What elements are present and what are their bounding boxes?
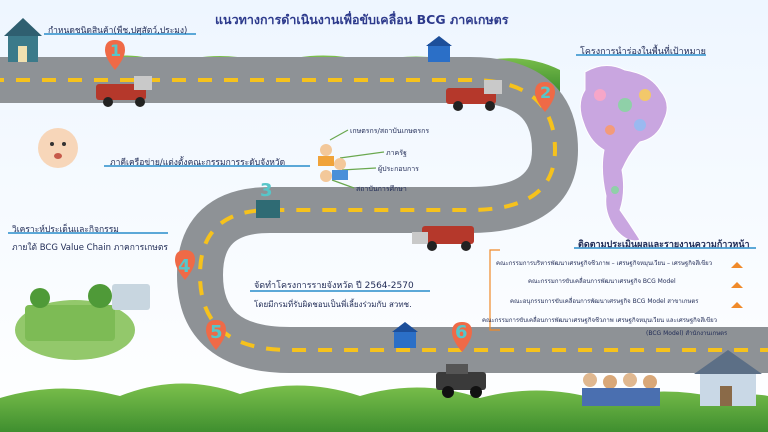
baby-illustration	[38, 128, 78, 168]
step-5-label: จัดทำโครงการรายจังหวัด ปี 2564-2570	[254, 281, 414, 291]
truck-icon-2	[446, 80, 502, 111]
committee-1: คณะกรรมการบริหารพัฒนาเศรษฐกิจชีวภาพ – เศ…	[496, 260, 713, 267]
step-3-number: 3	[260, 180, 273, 201]
committee-3: คณะอนุกรรมการขับเคลื่อนการพัฒนาเศรษฐกิจ …	[510, 298, 699, 305]
step-4-number: 4	[178, 256, 191, 277]
bottom-hills	[0, 383, 768, 432]
partners-people-icon	[318, 144, 348, 182]
page-title: แนวทางการดำเนินงานเพื่อขับเคลื่อน BCG ภา…	[215, 12, 509, 27]
step-6-label: ติดตามประเมินผลและรายงานความก้าวหน้า	[578, 240, 750, 250]
step-1-label: กำหนดชนิดสินค้า(พืช,ปศุสัตว์,ประมง)	[48, 26, 188, 36]
farm-house-icon	[4, 18, 42, 62]
step-6-number: 6	[455, 322, 468, 343]
building-icon-1	[426, 36, 452, 62]
village-house-icon	[694, 350, 762, 406]
partner-education: สถาบันการศึกษา	[356, 185, 407, 193]
truck-icon-1	[96, 76, 152, 107]
partner-business: ผู้ประกอบการ	[378, 165, 419, 173]
committee-bracket	[489, 249, 500, 331]
farm-illustration	[15, 284, 150, 360]
partner-government: ภาครัฐ	[386, 149, 407, 157]
truck-icon-3	[412, 226, 474, 251]
building-icon-2	[392, 322, 418, 348]
step-5-sublabel: โดยมีกรมที่รับผิดชอบเป็นพี่เลี้ยงร่วมกับ…	[254, 300, 412, 309]
jeep-icon	[436, 364, 486, 398]
step-5-number: 5	[210, 322, 223, 343]
committee-arrows	[731, 262, 743, 308]
step-2-number: 2	[540, 83, 551, 102]
step-2-marker: 2	[535, 82, 555, 112]
partner-connectors	[329, 129, 385, 189]
step-3-label: ภาคีเครือข่าย/แต่งตั้งคณะกรรมการระดับจัง…	[110, 158, 286, 168]
step-4-sublabel: ภายใต้ BCG Value Chain ภาคการเกษตร	[12, 243, 168, 253]
people-crowd	[582, 373, 660, 406]
step-4-label: วิเคราะห์ประเด็นและกิจกรรม	[12, 225, 119, 235]
committee-4: คณะกรรมการขับเคลื่อนการพัฒนาเศรษฐกิจชีวภ…	[482, 317, 718, 324]
step-1-marker: 1	[105, 40, 125, 70]
step-4-marker: 4	[175, 250, 195, 280]
step-2-label: โครงการนำร่องในพื้นที่เป้าหมาย	[580, 47, 706, 57]
committee-4-continued: (BCG Model) สำนักงานเกษตร	[646, 330, 728, 337]
step-5-marker: 5	[206, 320, 226, 350]
step-1-number: 1	[110, 41, 121, 60]
step-3-marker: 3	[256, 180, 280, 218]
step-6-marker: 6	[452, 322, 472, 352]
thailand-map	[579, 65, 668, 242]
label-underlines	[8, 33, 756, 292]
committee-2: คณะกรรมการขับเคลื่อนการพัฒนาเศรษฐกิจ BCG…	[528, 278, 676, 285]
partner-farmers: เกษตรกร/สถาบันเกษตรกร	[350, 127, 430, 135]
